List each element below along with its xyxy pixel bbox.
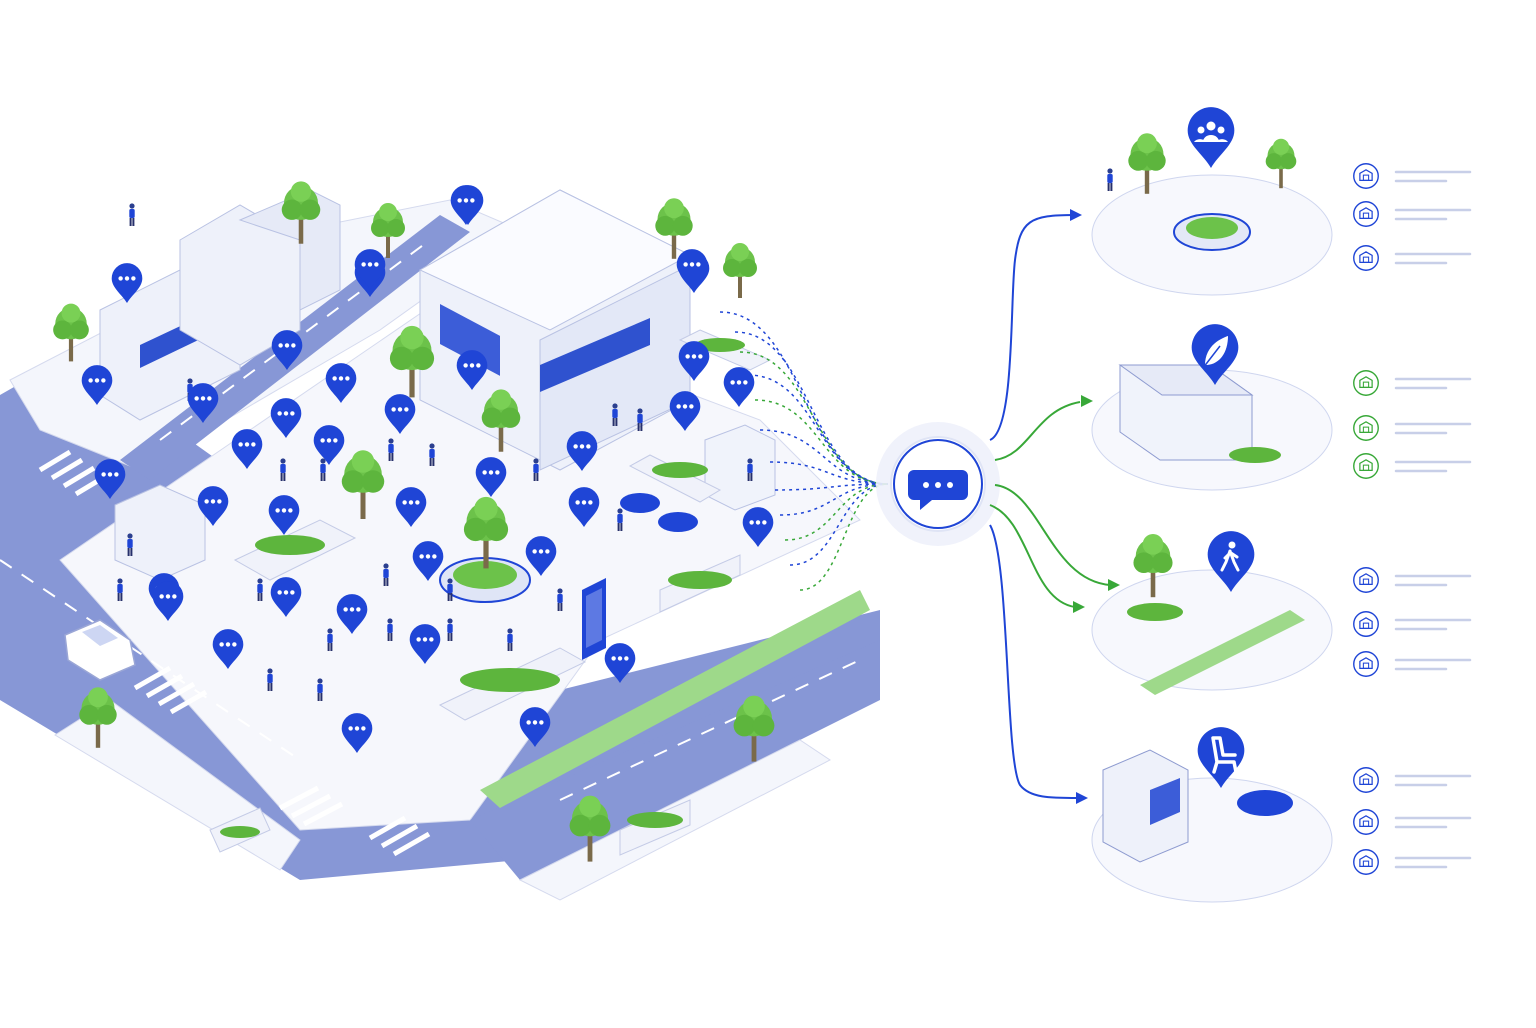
people-group-pin-icon [1187, 107, 1235, 168]
bench-seat-pin-icon [1197, 727, 1245, 788]
outcome-group-gathering-space [1091, 107, 1472, 296]
feature-item-icon [1353, 611, 1379, 637]
dotted-connector [739, 351, 889, 485]
city-plaza-scene [0, 168, 1303, 901]
tree [723, 243, 757, 298]
info-sign-board [582, 578, 606, 660]
planter-greenery [220, 338, 745, 838]
transit-shelter-small [704, 424, 776, 511]
building-townhouse [179, 189, 341, 366]
connector-to-walkable-bike-lane-upper [994, 484, 1111, 586]
dotted-connector [789, 483, 889, 566]
dotted-connector [719, 311, 889, 485]
cafe-umbrellas [620, 493, 698, 532]
feature-item-icon [1353, 809, 1379, 835]
pedestrian-walk-pin-icon [1207, 531, 1255, 592]
cafe-umbrella [1237, 790, 1293, 816]
person-figure [1107, 168, 1113, 191]
arrowhead [1070, 209, 1082, 221]
dotted-connector [779, 483, 889, 516]
person-figure [129, 203, 135, 226]
dotted-connector [784, 483, 889, 541]
kiosk-building [1102, 749, 1189, 863]
feature-list-group-gathering-space [1353, 163, 1472, 271]
outcome-walkable-bike-lane [1091, 531, 1472, 695]
feature-item-icon [1353, 453, 1379, 479]
arrowhead [1108, 579, 1120, 591]
feature-list-green-transit-shelter [1353, 370, 1472, 479]
feature-item-icon [1353, 163, 1379, 189]
bike-lane [480, 590, 870, 808]
comment-pin-icon [723, 367, 755, 408]
building-large-corner [418, 189, 692, 471]
tree [1265, 138, 1297, 189]
outcome-connectors [989, 209, 1120, 804]
outcome-outdoor-seating-area [1091, 727, 1472, 903]
feature-list-walkable-bike-lane [1353, 567, 1472, 677]
dotted-connector [774, 483, 889, 491]
arrowhead [1076, 792, 1088, 804]
connector-to-outdoor-seating-area [989, 524, 1079, 799]
connector-to-green-transit-shelter [994, 401, 1081, 461]
feature-item-icon [1353, 767, 1379, 793]
chat-bubble-ellipsis-icon [908, 470, 968, 510]
kiosk-building [114, 484, 206, 581]
feature-item-icon [1353, 370, 1379, 396]
dotted-connector [799, 483, 889, 591]
feature-list-outdoor-seating-area [1353, 767, 1472, 875]
dotted-connector [734, 331, 889, 485]
leaf-pin-icon [1191, 324, 1239, 385]
feature-item-icon [1353, 201, 1379, 227]
feature-item-icon [1353, 415, 1379, 441]
feature-item-icon [1353, 849, 1379, 875]
feedback-hub [876, 422, 1000, 546]
feature-item-icon [1353, 651, 1379, 677]
feature-item-icon [1353, 567, 1379, 593]
dotted-connector [754, 399, 889, 485]
arrowhead [1081, 395, 1093, 407]
feature-item-icon [1353, 245, 1379, 271]
arrowhead [1073, 601, 1085, 613]
connector-to-group-gathering-space [989, 214, 1076, 441]
parked-car [64, 619, 136, 681]
bike-lane [1140, 610, 1305, 695]
connector-to-walkable-bike-lane-lower [989, 504, 1076, 608]
outcome-green-transit-shelter [1091, 324, 1472, 491]
dotted-connector [759, 429, 889, 485]
feedback-dotted-connectors [719, 311, 889, 591]
central-planter-circle [439, 557, 531, 603]
